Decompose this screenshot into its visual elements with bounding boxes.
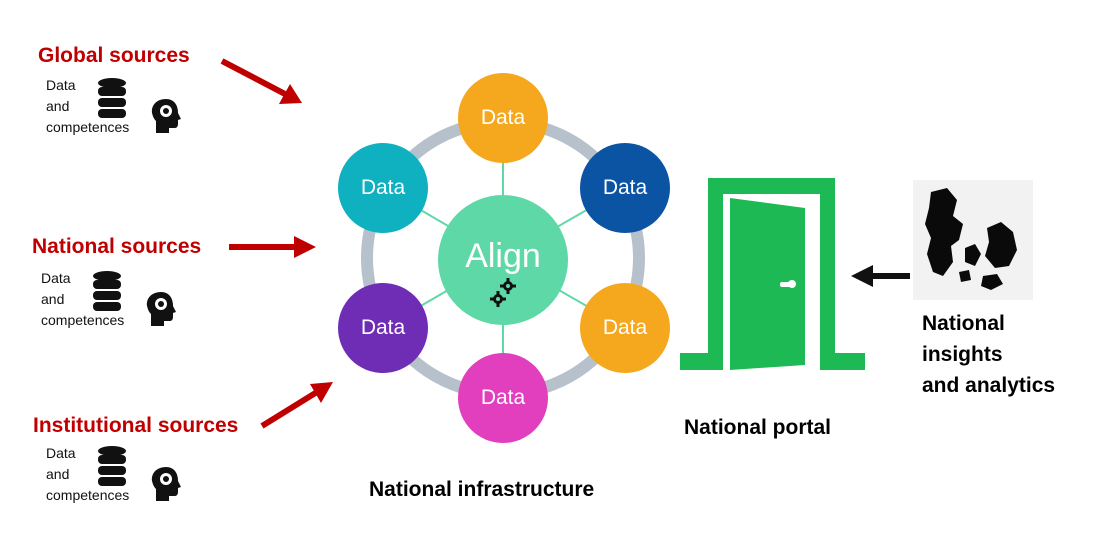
insights-arrow [851, 265, 910, 287]
source-title: National sources [32, 235, 202, 258]
description-line: Data [46, 445, 76, 461]
denmark-map-icon [913, 180, 1033, 300]
data-node-label: Data [602, 316, 648, 339]
database-icon [98, 78, 126, 118]
data-node: Data [458, 353, 548, 443]
insights-line: National [922, 312, 1005, 335]
brain-head-icon [151, 99, 181, 133]
data-node: Data [338, 143, 428, 233]
description-line: and [46, 466, 70, 482]
insights-line: insights [922, 343, 1003, 366]
align-label: Align [465, 237, 541, 275]
brain-head-icon [146, 292, 176, 326]
data-node: Data [580, 143, 670, 233]
data-node-label: Data [480, 106, 526, 129]
description-line: and [41, 291, 65, 307]
data-node-label: Data [360, 176, 406, 199]
source-title: Global sources [38, 44, 190, 67]
source-title: Institutional sources [33, 414, 239, 437]
database-icon [93, 271, 121, 311]
description-line: competences [46, 119, 130, 135]
portal-caption: National portal [684, 416, 832, 439]
description-line: and [46, 98, 70, 114]
description-line: competences [41, 312, 125, 328]
infrastructure-caption: National infrastructure [369, 478, 595, 501]
description-line: competences [46, 487, 130, 503]
align-node: Align [438, 195, 568, 325]
data-node: Data [580, 283, 670, 373]
data-node: Data [458, 73, 548, 163]
source-description: Data and competences [41, 268, 124, 331]
source-description: Data and competences [46, 443, 129, 506]
source-arrows [220, 58, 333, 429]
insights-label: National insights and analytics [922, 308, 1055, 401]
description-line: Data [46, 77, 76, 93]
brain-head-icon [151, 467, 181, 501]
data-node-label: Data [360, 316, 406, 339]
data-node-label: Data [480, 386, 526, 409]
data-node-label: Data [602, 176, 648, 199]
door-icon [680, 178, 865, 370]
data-node: Data [338, 283, 428, 373]
gears-icon [490, 278, 516, 307]
source-description: Data and competences [46, 75, 129, 138]
database-icon [98, 446, 126, 486]
description-line: Data [41, 270, 71, 286]
insights-line: and analytics [922, 374, 1056, 397]
